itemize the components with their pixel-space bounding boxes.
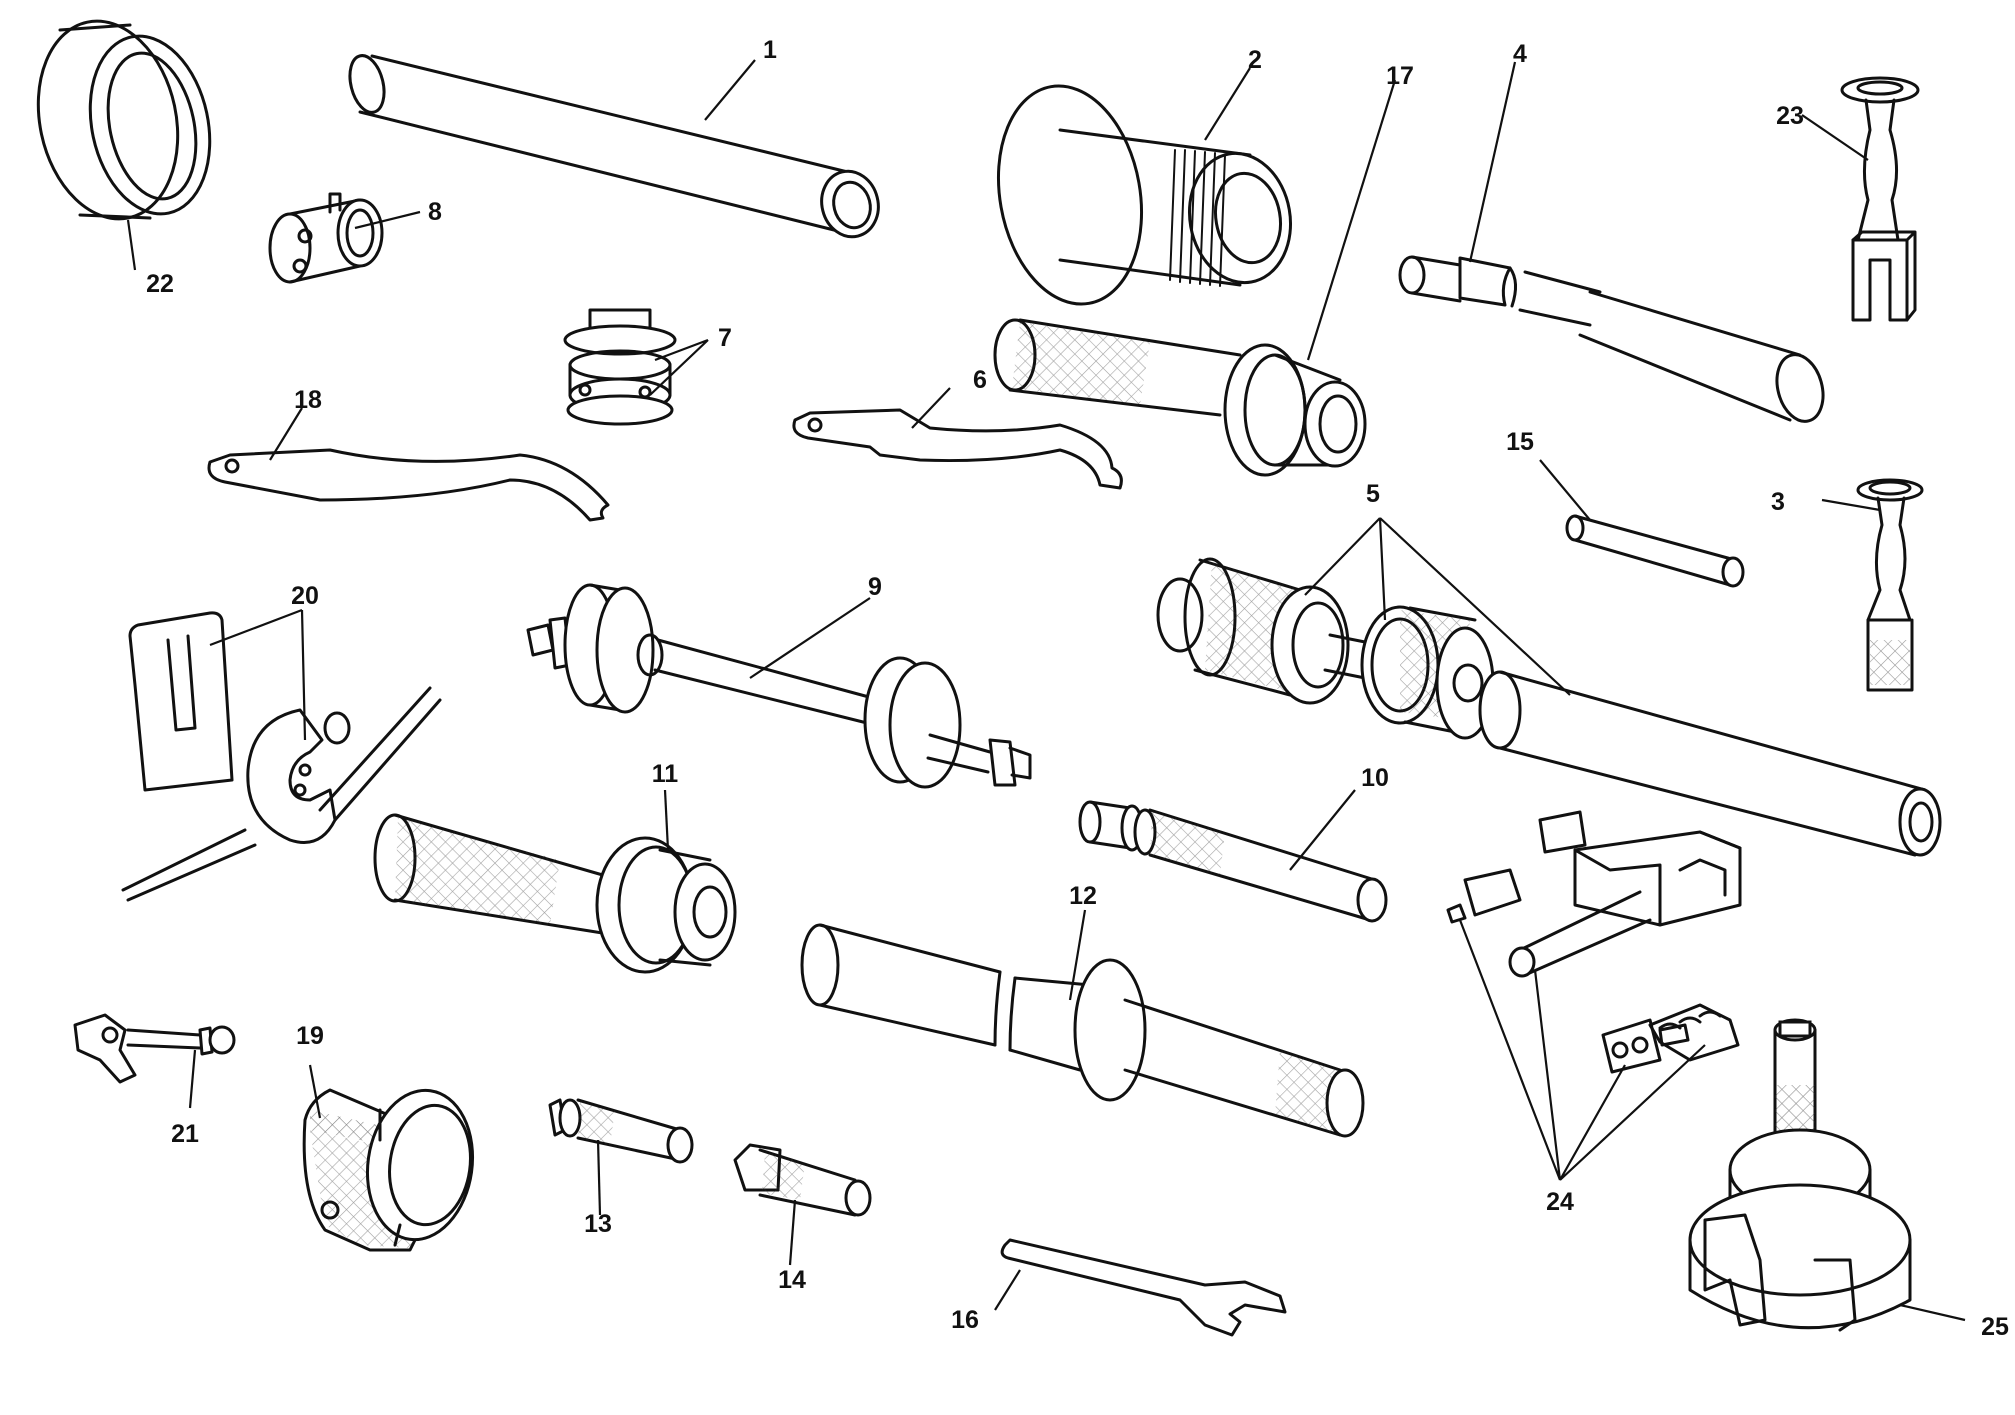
callout-19: 19 — [296, 1022, 324, 1050]
part-19-knurled-socket — [302, 1088, 475, 1252]
part-25-puller-base — [1688, 1018, 1912, 1332]
callout-16: 16 — [951, 1306, 979, 1334]
callout-21: 21 — [171, 1120, 199, 1148]
part-20-clamp — [121, 611, 442, 902]
callout-5: 5 — [1366, 480, 1380, 508]
part-18-hook-wrench — [207, 448, 610, 522]
part-2-flanged-sleeve — [996, 84, 1293, 306]
callout-8: 8 — [428, 198, 442, 226]
part-7-adapter — [563, 308, 677, 426]
part-23-puller — [1840, 76, 1920, 322]
callout-25: 25 — [1981, 1313, 2009, 1341]
callout-9: 9 — [868, 573, 882, 601]
part-11-sleeve — [373, 813, 737, 974]
part-17-knurled-sleeve — [993, 318, 1367, 477]
part-16-wrench — [1000, 1238, 1287, 1337]
callout-6: 6 — [973, 366, 987, 394]
part-1-tube — [348, 54, 880, 239]
callout-24: 24 — [1546, 1188, 1574, 1216]
leader-lines — [126, 59, 1966, 1322]
part-12-bar — [800, 923, 1365, 1138]
part-15-pin — [1565, 514, 1745, 588]
part-5-assembly — [1156, 557, 1942, 857]
callout-18: 18 — [294, 386, 322, 414]
callout-12: 12 — [1069, 882, 1097, 910]
callout-2: 2 — [1248, 46, 1262, 74]
callout-1: 1 — [763, 36, 777, 64]
part-10-knurled-pin — [1078, 800, 1388, 923]
callout-14: 14 — [778, 1266, 806, 1294]
callout-7: 7 — [718, 324, 732, 352]
part-21-small-tool — [73, 1013, 236, 1084]
part-14-bolt-pin — [733, 1143, 872, 1217]
callout-15: 15 — [1506, 428, 1534, 456]
part-8-collar — [268, 192, 384, 284]
part-13-pin — [548, 1098, 694, 1164]
callout-20: 20 — [291, 582, 319, 610]
callout-17: 17 — [1386, 62, 1414, 90]
part-6-hook-wrench — [792, 408, 1123, 490]
part-24-tool-set — [1446, 810, 1742, 1074]
callout-13: 13 — [584, 1210, 612, 1238]
callout-4: 4 — [1513, 40, 1527, 68]
callout-3: 3 — [1771, 488, 1785, 516]
callout-10: 10 — [1361, 764, 1389, 792]
callout-22: 22 — [146, 270, 174, 298]
callout-labels: 1 2 17 4 23 8 22 7 6 18 15 5 3 20 9 11 1… — [146, 36, 2009, 1341]
part-3-puller — [1856, 478, 1924, 692]
callout-23: 23 — [1776, 102, 1804, 130]
part-9-slide-hammer — [526, 583, 1032, 789]
part-4-stepped-shaft — [1398, 255, 1825, 423]
part-22-ring — [36, 19, 212, 221]
callout-11: 11 — [652, 760, 679, 788]
